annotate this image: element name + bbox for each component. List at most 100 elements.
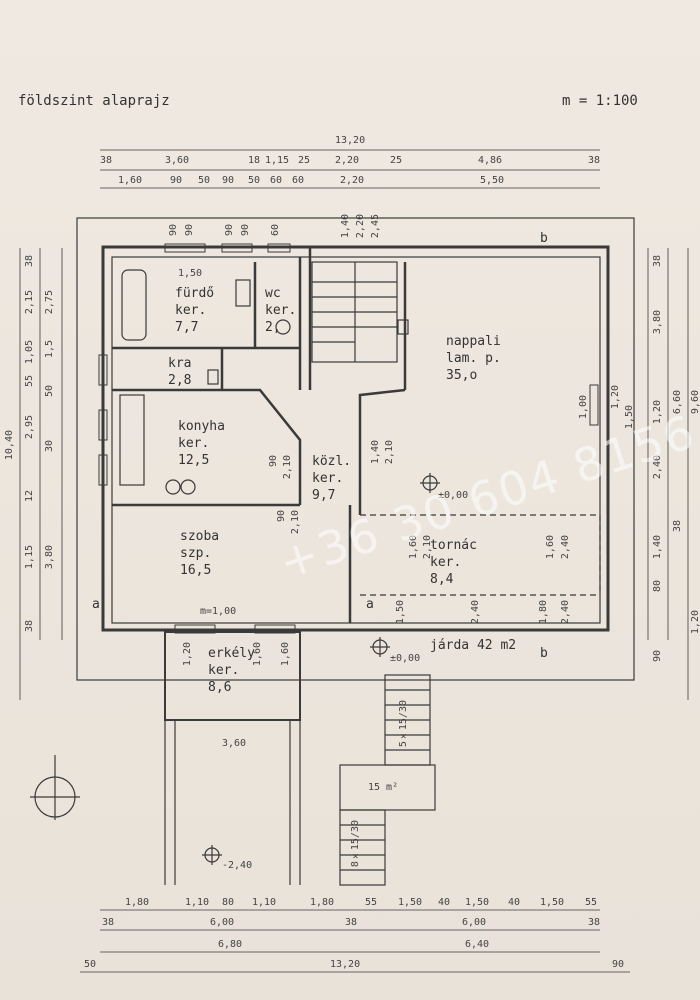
north-arrow-icon	[30, 755, 80, 820]
inner-wall-line	[111, 256, 601, 624]
dim-bottom-r4-2: 13,20	[330, 959, 361, 970]
porch-dim-4: 2,40	[560, 535, 571, 560]
dim-top-5: 25	[298, 155, 311, 166]
ext-stair-2-treads	[340, 824, 385, 871]
dim-left-2: 2,15	[24, 290, 35, 315]
win-mark-7: 2,20	[355, 214, 366, 239]
level-marker-2	[370, 637, 390, 657]
dim-top-r2-1: 1,60	[118, 175, 143, 186]
level-label-2: ±0,00	[390, 653, 421, 664]
dim-bottom-2: 1,10	[185, 897, 210, 908]
dim-bottom-1: 1,80	[125, 897, 150, 908]
dim-top-8: 4,86	[478, 155, 503, 166]
ext-stair-2	[339, 809, 386, 886]
kra-box	[207, 369, 219, 385]
dim-left-9: 30	[44, 440, 55, 453]
win-mark-8: 2,45	[370, 214, 381, 239]
dim-top-2: 3,60	[165, 155, 190, 166]
stair-landing	[339, 764, 436, 811]
dim-right-8: 38	[672, 520, 683, 533]
plan-scale: m = 1:100	[562, 93, 638, 109]
right-window	[589, 384, 599, 426]
hall-dim-1: 1,40	[370, 440, 381, 465]
section-b-top: b	[540, 231, 548, 246]
dim-bottom-r4-3: 90	[612, 959, 625, 970]
dim-bottom-r3-2: 6,40	[465, 939, 490, 950]
dim-left-13: 3,80	[44, 545, 55, 570]
porch-dashed	[360, 514, 601, 596]
win-mark-4: 90	[224, 224, 235, 237]
kitchen-dim-2: 2,10	[282, 455, 293, 480]
level-label-1: ±0,00	[438, 490, 469, 501]
dim-left-6: 55	[24, 375, 35, 388]
dim-bottom-r2-3: 38	[345, 917, 358, 928]
plan-title: földszint alaprajz	[18, 93, 170, 109]
label-balcony-width: 3,60	[222, 738, 247, 749]
dim-left-11: 12	[24, 490, 35, 503]
dim-top-r2-2: 90	[170, 175, 183, 186]
balc-dim-3: 1,60	[280, 642, 291, 667]
dim-right-9: 80	[652, 580, 663, 593]
dim-bottom-9: 1,50	[465, 897, 490, 908]
outer-wall	[101, 245, 610, 632]
dim-left-3: 2,75	[44, 290, 55, 315]
hall-dim-2: 2,10	[384, 440, 395, 465]
dim-right-2: 3,80	[652, 310, 663, 335]
dim-bottom-r2-5: 38	[588, 917, 601, 928]
win-mark-6: 1,40	[340, 214, 351, 239]
dim-right-11: 1,20	[690, 610, 700, 635]
dim-right-10: 90	[652, 650, 663, 663]
dim-bottom-r3-1: 6,80	[218, 939, 243, 950]
dim-bottom-10: 40	[508, 897, 521, 908]
dim-bottom-r2-4: 6,00	[462, 917, 487, 928]
top-dim-lines	[100, 149, 600, 189]
walk-dim-4: 2,40	[560, 600, 571, 625]
dim-top-r2-4: 90	[222, 175, 235, 186]
bath-dim: 1,50	[178, 268, 203, 279]
right-dim-lines	[647, 248, 689, 700]
dim-left-10: 10,40	[4, 430, 15, 461]
dim-top-7: 25	[390, 155, 403, 166]
dim-bottom-r2-2: 6,00	[210, 917, 235, 928]
win-mark-3: 60	[270, 224, 281, 237]
dim-left-5: 1,5	[44, 340, 55, 359]
wc-bowl	[275, 319, 291, 335]
porch-dim-3: 1,60	[545, 535, 556, 560]
level-marker-3	[202, 845, 222, 865]
dim-bottom-4: 1,10	[252, 897, 277, 908]
dim-right-1: 38	[652, 255, 663, 268]
kitchen-counter	[119, 394, 145, 486]
dim-overall-top: 13,20	[335, 135, 366, 146]
dim-right-7: 1,40	[652, 535, 663, 560]
living-dim-2: 1,20	[610, 385, 621, 410]
dim-left-14: 38	[24, 620, 35, 633]
dim-top-4: 1,15	[265, 155, 290, 166]
dim-top-r2-6: 60	[270, 175, 283, 186]
wall-hall-living	[358, 388, 406, 515]
room-kozl: közl.ker.9,7	[312, 454, 352, 503]
dim-top-3: 18	[248, 155, 261, 166]
section-a-right: a	[366, 597, 374, 612]
label-stair-area: 15 m²	[368, 782, 399, 793]
section-b-bottom: b	[540, 646, 548, 661]
dim-top-1: 38	[100, 155, 113, 166]
dim-right-4: 9,60	[690, 390, 700, 415]
dim-bottom-3: 80	[222, 897, 235, 908]
dim-bottom-8: 40	[438, 897, 451, 908]
walk-dim-3: 1,80	[538, 600, 549, 625]
dim-bottom-7: 1,50	[398, 897, 423, 908]
balcony	[164, 631, 301, 721]
win-mark-1: 90	[168, 224, 179, 237]
dim-top-6: 2,20	[335, 155, 360, 166]
bath-sink	[235, 279, 251, 307]
label-stair-a: 5×15/30	[398, 700, 409, 748]
walk-dim-2: 2,40	[470, 600, 481, 625]
win-mark-5: 90	[240, 224, 251, 237]
label-door-dim: m=1,00	[200, 606, 237, 617]
plot-outline	[76, 217, 635, 681]
dim-top-r2-8: 2,20	[340, 175, 365, 186]
